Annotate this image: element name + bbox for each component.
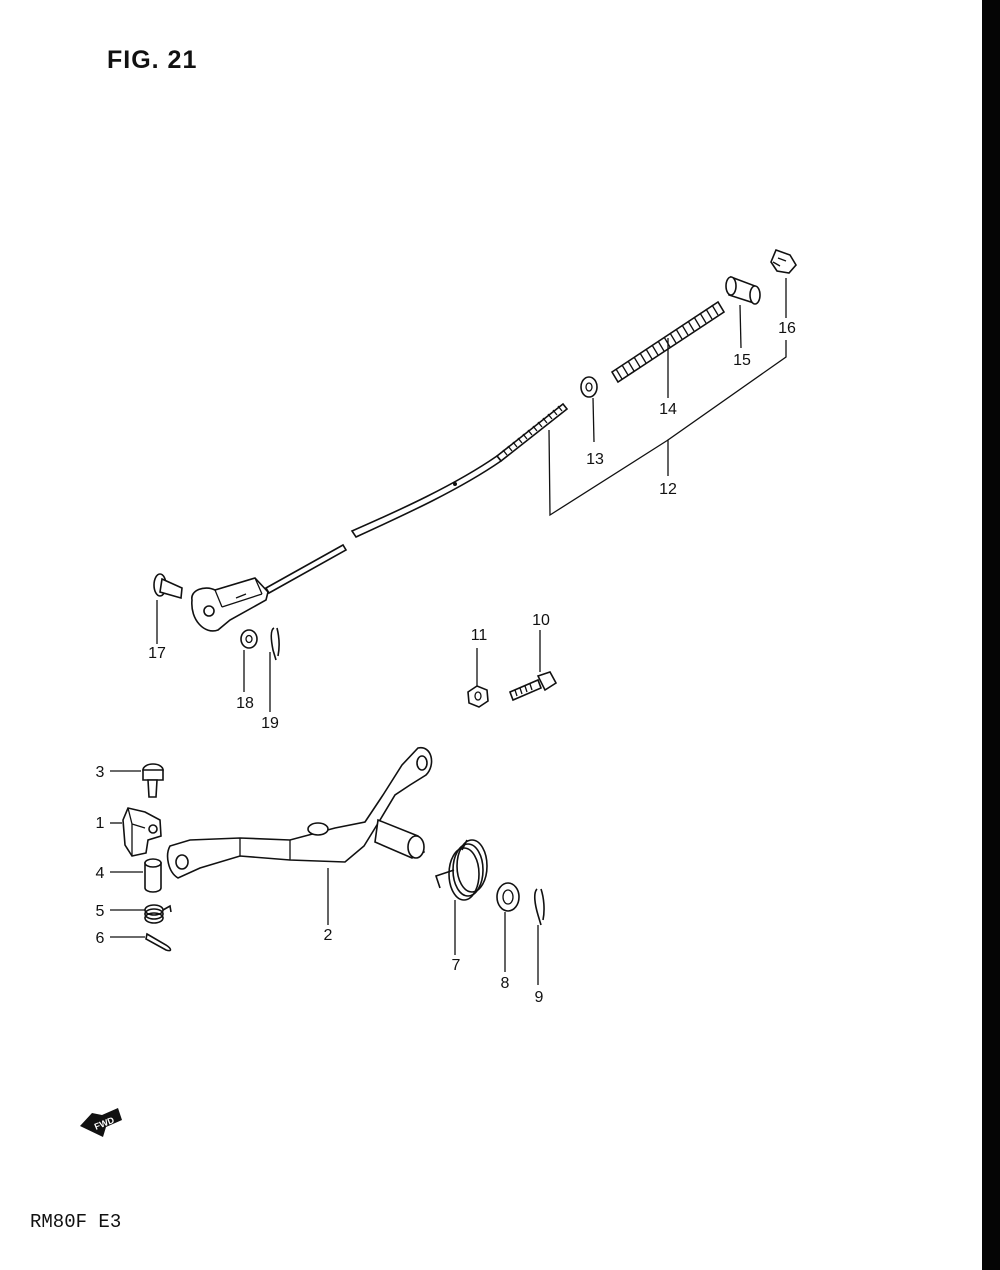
callout-3: 3: [96, 764, 105, 781]
holder-1: [122, 807, 162, 857]
scan-edge: [982, 0, 1000, 1270]
return-spring: [610, 300, 726, 384]
bolt-3: [142, 763, 164, 798]
callout-11: 11: [471, 627, 488, 644]
clevis-pin: [153, 573, 183, 600]
cotter-pin-19: [270, 627, 280, 661]
small-spring-5: [144, 904, 172, 924]
washer-13: [580, 376, 598, 398]
callout-7: 7: [452, 957, 461, 974]
torsion-spring: [434, 839, 488, 901]
callout-17: 17: [148, 645, 166, 662]
callout-18: 18: [236, 695, 254, 712]
cotter-pin-6: [145, 932, 172, 952]
callout-12: 12: [659, 481, 677, 498]
adjuster-nut: [770, 248, 797, 274]
callout-14: 14: [659, 401, 677, 418]
leader-lines: [110, 278, 787, 985]
callout-10: 10: [532, 612, 550, 629]
brake-rod: [264, 402, 569, 595]
rod-joint: [725, 275, 761, 305]
callout-16: 16: [778, 320, 796, 337]
fwd-arrow-icon: FWD: [80, 1108, 122, 1137]
callout-9: 9: [535, 989, 544, 1006]
callout-13: 13: [586, 451, 604, 468]
callout-4: 4: [96, 865, 105, 882]
callout-labels: 1 2 3 4 5 6 7 8 9 10 11 12 13 14 15 16 1…: [96, 320, 796, 1006]
washer-8: [496, 882, 520, 912]
callout-5: 5: [96, 903, 105, 920]
brake-pedal: [166, 747, 433, 879]
callout-8: 8: [501, 975, 510, 992]
collar-4: [144, 858, 162, 893]
callout-2: 2: [324, 927, 333, 944]
callout-15: 15: [733, 352, 751, 369]
washer-18: [240, 629, 258, 649]
cotter-pin-9: [533, 888, 545, 926]
model-code: RM80F E3: [30, 1211, 122, 1233]
bolt-10: [508, 671, 558, 702]
callout-19: 19: [261, 715, 279, 732]
rod-clevis: [191, 577, 269, 632]
callout-1: 1: [96, 815, 105, 832]
callout-6: 6: [96, 930, 105, 947]
figure-title: FIG. 21: [107, 46, 198, 74]
nut-11: [467, 685, 489, 708]
